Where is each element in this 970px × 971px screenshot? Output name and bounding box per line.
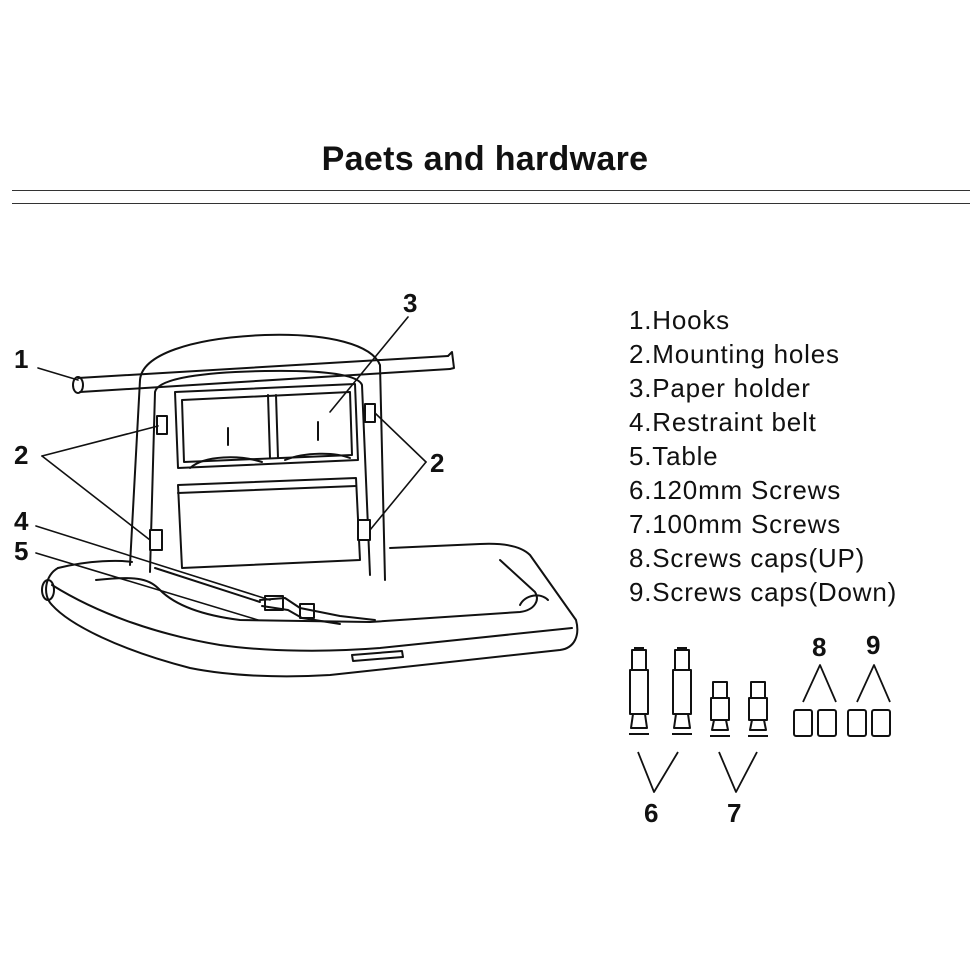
parts-list-item: 5.Table <box>629 441 719 471</box>
screw-cap-up <box>793 709 813 737</box>
screw-100mm <box>748 681 768 737</box>
restraint-belt <box>154 567 376 625</box>
hooks-bar <box>72 351 455 394</box>
title-rule-bottom <box>12 203 970 204</box>
parts-list-item: 9.Screws caps(Down) <box>629 577 898 607</box>
callout-table: 5 <box>14 536 28 566</box>
parts-list-item: 1.Hooks <box>629 305 730 335</box>
screw-120mm <box>629 647 649 735</box>
callout-hooks: 1 <box>14 344 28 374</box>
back-plate <box>177 477 361 569</box>
label-screws-100mm: 7 <box>727 798 741 828</box>
screw-cap-up <box>817 709 837 737</box>
parts-list-item: 4.Restraint belt <box>629 407 817 437</box>
hardware-brackets <box>637 664 891 793</box>
screw-100mm <box>710 681 730 737</box>
leader-lines <box>35 316 427 621</box>
label-caps-down: 9 <box>866 630 880 660</box>
page-title: Paets and hardware <box>321 140 649 178</box>
screw-cap-down <box>847 709 867 737</box>
parts-list-item: 7.100mm Screws <box>629 509 842 539</box>
back-panel <box>129 333 386 581</box>
table <box>41 542 579 678</box>
screw-cap-down <box>871 709 891 737</box>
label-screws-120mm: 6 <box>644 798 658 828</box>
paper-holder <box>174 383 359 469</box>
callout-mounting-holes-right: 2 <box>430 448 444 478</box>
parts-list: 1.Hooks 2.Mounting holes 3.Paper holder … <box>629 303 897 609</box>
parts-list-item: 8.Screws caps(UP) <box>629 543 866 573</box>
parts-list-item: 2.Mounting holes <box>629 339 840 369</box>
label-caps-up: 8 <box>812 632 826 662</box>
screw-120mm <box>672 647 692 735</box>
title-rule-top <box>12 190 970 191</box>
parts-list-item: 3.Paper holder <box>629 373 811 403</box>
callout-paper-holder: 3 <box>403 288 417 318</box>
mounting-holes <box>149 403 376 551</box>
callout-restraint-belt: 4 <box>14 506 29 536</box>
callout-mounting-holes-left: 2 <box>14 440 28 470</box>
parts-list-item: 6.120mm Screws <box>629 475 842 505</box>
